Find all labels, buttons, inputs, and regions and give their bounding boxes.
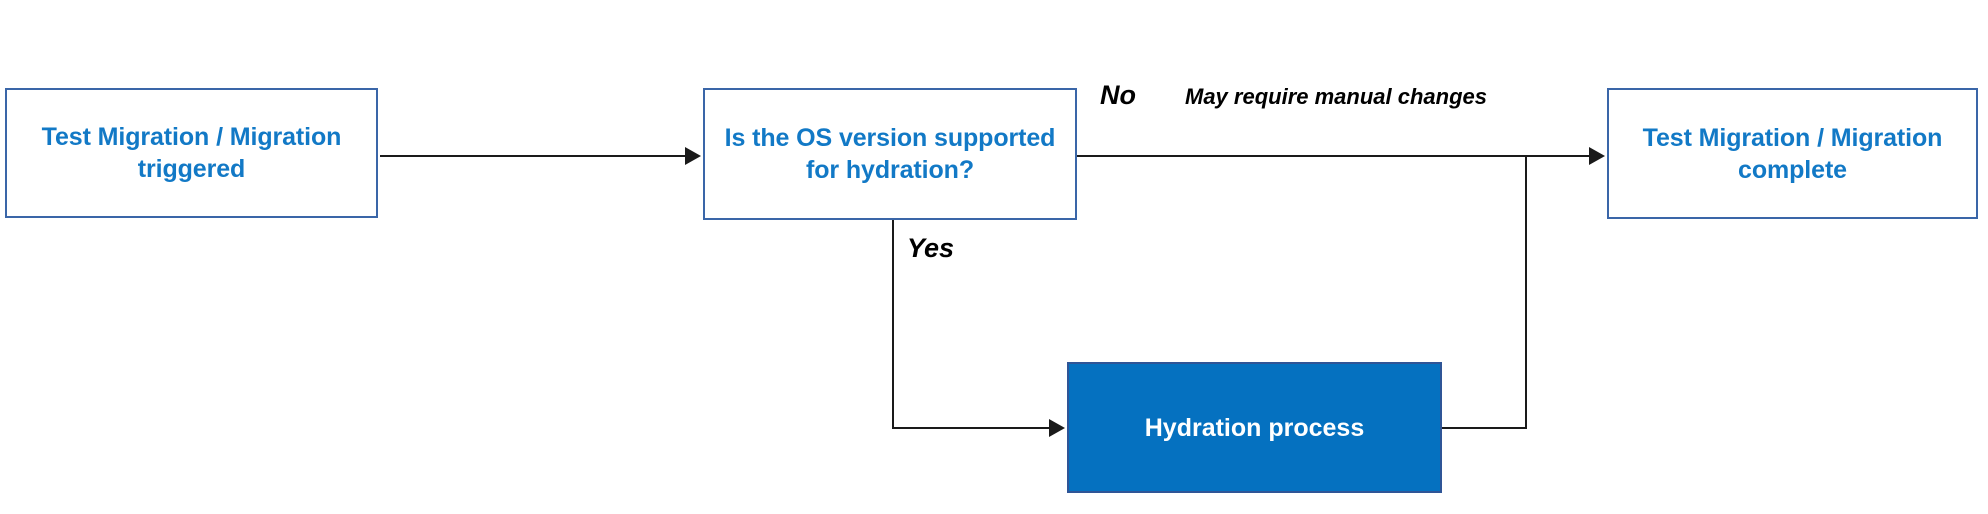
- node-hydration-process[interactable]: Hydration process: [1067, 362, 1442, 493]
- node-test-migration-triggered[interactable]: Test Migration / Migration triggered: [5, 88, 378, 218]
- edge-label-yes: Yes: [907, 233, 955, 263]
- arrowhead-yes-to-hydration: [1049, 419, 1065, 437]
- node-label: Is the OS version supported for hydratio…: [724, 124, 1056, 184]
- connector-decision-no-to-complete: [1077, 155, 1591, 157]
- node-label: Test Migration / Migration triggered: [41, 123, 342, 183]
- connector-decision-yes-vertical: [892, 220, 894, 428]
- arrowhead-start-to-decision: [685, 147, 701, 165]
- arrowhead-no-to-complete: [1589, 147, 1605, 165]
- node-os-version-supported-decision[interactable]: Is the OS version supported for hydratio…: [703, 88, 1077, 220]
- node-label: Hydration process: [1144, 413, 1365, 442]
- connector-start-to-decision: [380, 155, 685, 157]
- connector-hydration-to-complete-vertical: [1525, 155, 1527, 429]
- edge-label-no: No: [1100, 80, 1136, 110]
- node-label: Test Migration / Migration complete: [1642, 123, 1943, 184]
- connector-decision-yes-horizontal: [892, 427, 1051, 429]
- node-test-migration-complete[interactable]: Test Migration / Migration complete: [1607, 88, 1978, 219]
- connector-hydration-to-complete-horizontal: [1442, 427, 1527, 429]
- edge-label-manual-changes-note: May require manual changes: [1185, 84, 1487, 109]
